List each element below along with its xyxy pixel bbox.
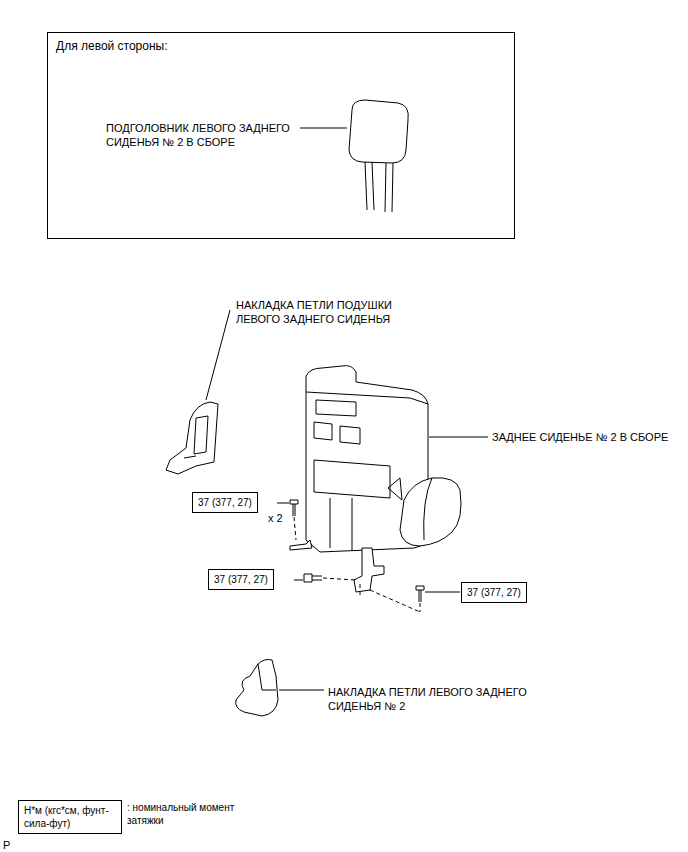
- bolt: [304, 574, 322, 582]
- box-text: 37 (377, 27): [209, 570, 273, 589]
- part-name: НАКЛАДКА ПЕТЛИ ПОДУШКИ ЛЕВОГО ЗАДНЕГО СИ…: [236, 298, 418, 327]
- hinge: [354, 548, 384, 592]
- hinge-cover: [166, 402, 218, 474]
- bolt: [416, 586, 424, 602]
- leader-line: [429, 437, 488, 438]
- legend-box: Н*м (кгс*см, фунт-сила-фут): номинальный…: [18, 800, 122, 834]
- note-frame: Для левой стороны: ПОДГОЛОВНИК ЛЕВОГО ЗАД…: [47, 32, 515, 239]
- part-name: НАКЛАДКА ПЕТЛИ ЛЕВОГО ЗАДНЕГО СИДЕНЬЯ № …: [328, 685, 543, 714]
- leader-line: [279, 690, 324, 691]
- box-text: Для левой стороны:: [56, 39, 356, 55]
- box-text: 37 (377, 27): [193, 493, 257, 512]
- bolt: [290, 500, 298, 516]
- hinge-cover: [236, 660, 278, 717]
- leader-line: [300, 128, 347, 129]
- torque-box: 37 (377, 27): [208, 569, 274, 590]
- seat-cushion: [400, 478, 461, 546]
- box-note: ПОДГОЛОВНИК ЛЕВОГО ЗАДНЕГО СИДЕНЬЯ № 2 В…: [106, 121, 298, 150]
- part-name: ЗАДНЕЕ СИДЕНЬЕ № 2 В СБОРЕ: [492, 430, 668, 444]
- box-text: 37 (377, 27): [462, 583, 526, 602]
- quantity-label: x 2: [268, 511, 283, 525]
- box-note: : номинальный момент затяжки: [127, 801, 237, 827]
- box-text: Н*м (кгс*см, фунт-сила-фут): [19, 801, 121, 833]
- headrest: [349, 100, 408, 163]
- page-code: P: [3, 838, 10, 852]
- leader-line: [206, 310, 230, 400]
- torque-box: 37 (377, 27): [461, 582, 527, 603]
- torque-box: 37 (377, 27): [192, 492, 258, 513]
